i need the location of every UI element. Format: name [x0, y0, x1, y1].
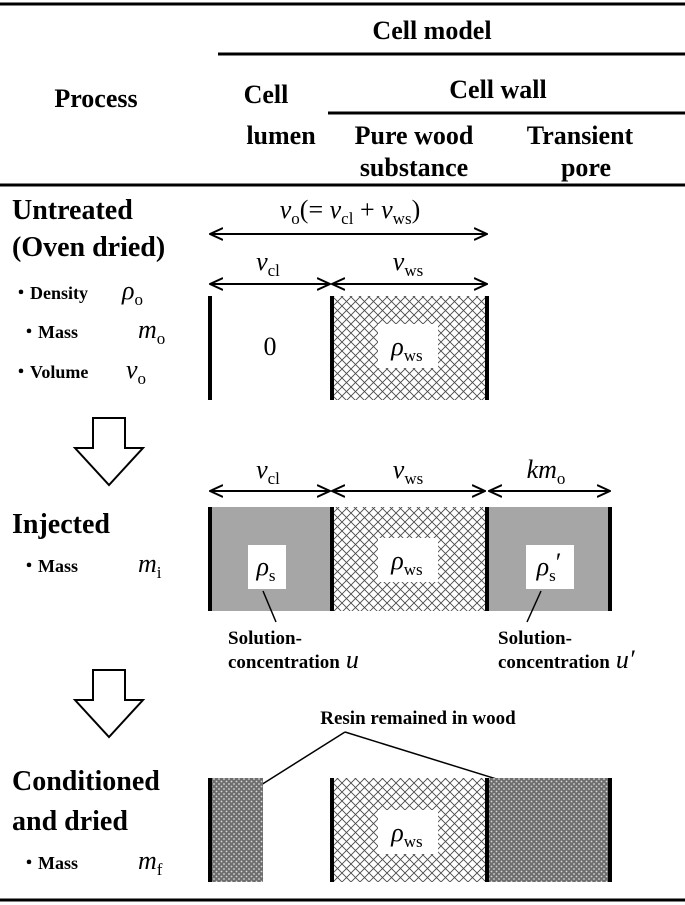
svg-text:mf: mf — [138, 846, 163, 879]
header-process: Process — [54, 84, 137, 113]
injected-vws-label: vws — [393, 455, 423, 488]
solution-leader-line-2 — [526, 590, 542, 623]
svg-text:・Volume: ・Volume — [12, 362, 88, 382]
untreated-title-line1: Untreated — [12, 195, 133, 226]
conditioned-rho-ws: ρws — [390, 818, 422, 851]
header-transient-line2: pore — [561, 153, 611, 182]
solution-label-1-line1: Solution- — [228, 628, 302, 649]
solution-leader-line-1 — [262, 590, 277, 623]
v0-equation: vo(= vcl + vws) — [280, 195, 421, 228]
conditioned-title-line2: and dried — [12, 806, 128, 837]
injected-title: Injected — [12, 509, 110, 540]
untreated-mass-row: ・Mass mo — [20, 315, 165, 348]
untreated-density-row: ・Density ρo — [12, 276, 143, 309]
injected-vcl-label: vcl — [256, 455, 280, 488]
solution-label-2-line1: Solution- — [498, 628, 572, 649]
conditioned-lumen-resin-block — [210, 778, 263, 882]
header-cell-wall: Cell wall — [449, 75, 547, 104]
header-pure-wood-line1: Pure wood — [355, 121, 474, 150]
svg-text:vo: vo — [126, 355, 146, 388]
svg-text:・Mass: ・Mass — [20, 853, 78, 873]
untreated-lumen-value: 0 — [264, 332, 277, 361]
header-lumen: lumen — [246, 121, 316, 150]
conditioned-mass-row: ・Mass mf — [20, 846, 163, 879]
process-down-arrow-icon — [72, 417, 146, 487]
untreated-vcl-label: vcl — [256, 247, 280, 280]
svg-text:・Mass: ・Mass — [20, 556, 78, 576]
svg-text:mo: mo — [138, 315, 165, 348]
injected-rho-ws: ρws — [390, 546, 422, 579]
untreated-volume-row: ・Volume vo — [12, 355, 146, 388]
svg-text:・Density: ・Density — [12, 283, 88, 303]
injected-km-label: kmo — [527, 455, 566, 488]
conditioned-pore-resin-block — [487, 778, 610, 882]
untreated-title-line2: (Oven dried) — [12, 232, 165, 263]
header-cell-model: Cell model — [372, 16, 491, 45]
injected-rho-s-prime: ρs′ — [536, 548, 562, 585]
process-down-arrow-icon — [72, 669, 146, 739]
svg-text:ρo: ρo — [121, 276, 143, 309]
injected-rho-s: ρs — [255, 552, 275, 585]
header-pure-wood-line2: substance — [360, 153, 468, 182]
injected-mass-row: ・Mass mi — [20, 549, 162, 582]
untreated-vws-label: vws — [393, 247, 423, 280]
untreated-rho-ws: ρws — [390, 332, 422, 365]
header-cell: Cell — [244, 80, 289, 109]
svg-text:mi: mi — [138, 549, 162, 582]
header-transient-line1: Transient — [527, 121, 634, 150]
resin-remained-label: Resin remained in wood — [320, 708, 516, 729]
conditioned-title-line1: Conditioned — [12, 766, 160, 797]
svg-text:・Mass: ・Mass — [20, 322, 78, 342]
